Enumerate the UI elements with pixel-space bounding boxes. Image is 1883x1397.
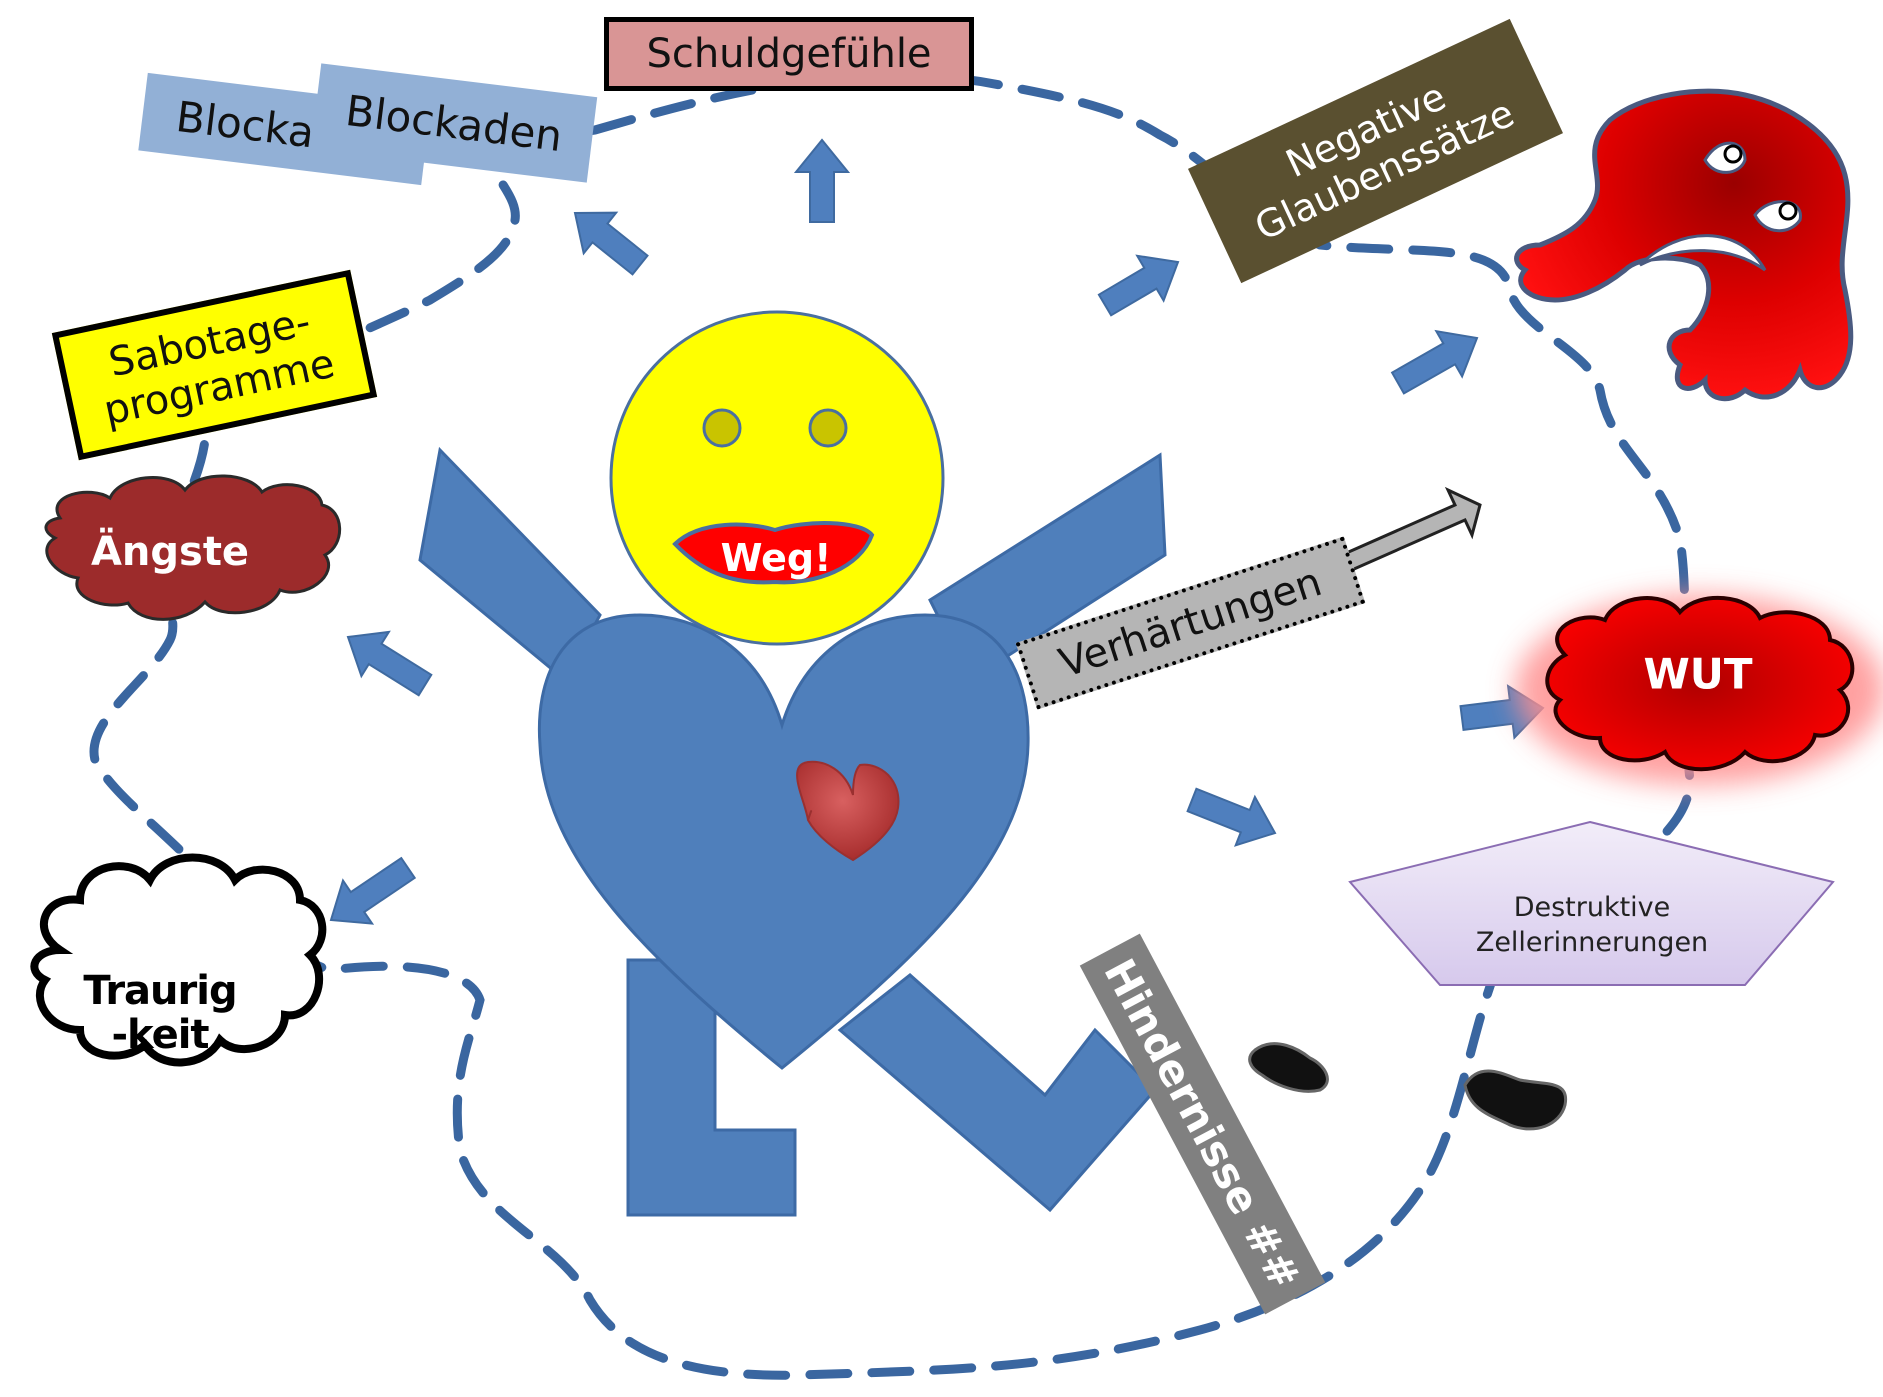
mouth-shape: [672, 521, 875, 585]
blockaden-label-front: Blockaden: [342, 85, 566, 161]
arrow-icon: [1390, 329, 1479, 395]
arrow-icon: [1186, 787, 1277, 847]
wut-cloud-icon: [1545, 595, 1855, 772]
heart-body: [537, 613, 1030, 1070]
verhaertung-arrow-icon: [1332, 486, 1482, 575]
obstacle-blob-icon: [1463, 1069, 1568, 1131]
smiley-face-icon: [609, 310, 945, 646]
sadness-cloud-icon: [30, 853, 327, 1067]
monster-mouth: [1638, 234, 1767, 272]
wut-label: WUT: [1643, 649, 1753, 699]
arrow-icon: [573, 211, 649, 276]
arrow-icon: [793, 138, 851, 223]
monster-pupil-right: [1778, 201, 1798, 221]
monster-pupil-left: [1723, 144, 1743, 164]
destruktive-label: Destruktive Zellerinnerungen: [1475, 891, 1709, 958]
angst-cloud-icon: [44, 474, 342, 621]
arrow-icon: [346, 630, 433, 697]
left-eye: [702, 408, 742, 448]
aengste-label: Ängste: [90, 529, 250, 575]
schuldgefuehle-label: Schuldgefühle: [646, 31, 932, 77]
right-leg: [837, 973, 1158, 1213]
weg-label: Weg!: [720, 536, 832, 580]
obstacle-blob-icon: [1248, 1042, 1329, 1093]
arrow-icon: [329, 856, 417, 925]
traurigkeit-label: Traurig -keit: [83, 968, 237, 1058]
schuldgefuehle-box: Schuldgefühle: [604, 17, 974, 91]
outer-dashed-path: [89, 70, 1695, 1380]
destruktiv-pentagon: [1348, 820, 1835, 986]
inner-heart-icon: [796, 760, 900, 862]
right-eye: [808, 408, 848, 448]
arrow-icon: [1097, 254, 1180, 317]
